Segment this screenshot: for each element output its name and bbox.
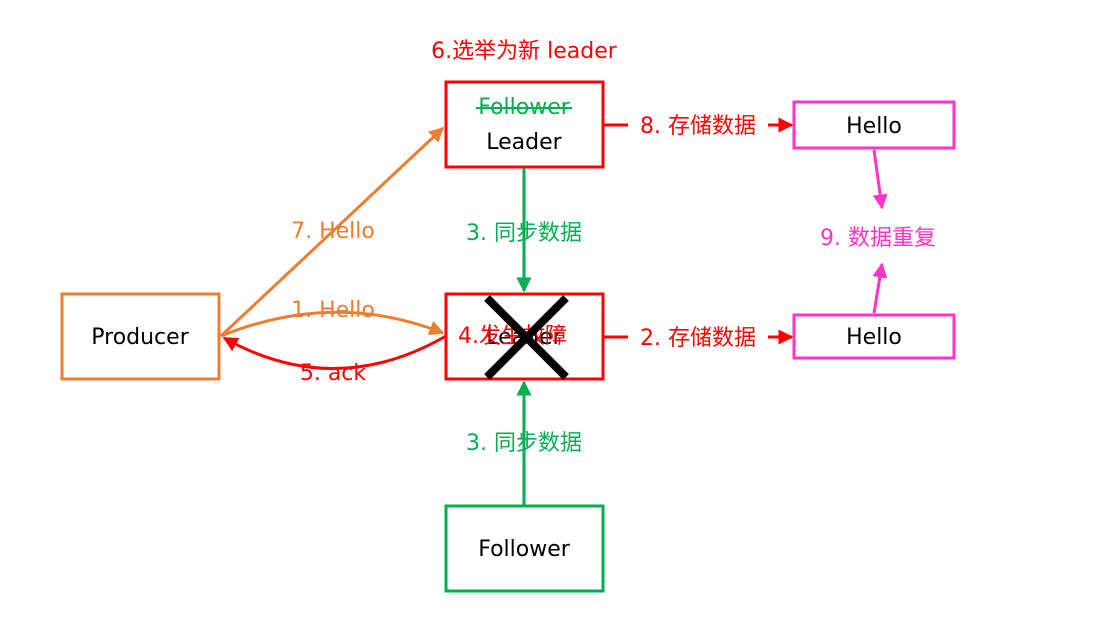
producer-label: Producer — [91, 325, 189, 350]
arrow-step7 — [219, 126, 445, 338]
arrow-step9-up — [872, 262, 888, 314]
middle-storage-label: Hello — [846, 325, 902, 350]
step3-upper-label: 3. 同步数据 — [466, 221, 582, 246]
middle-storage-box — [792, 313, 956, 360]
top-broker-box — [444, 80, 605, 169]
arrow-step5 — [222, 334, 447, 370]
top-storage-box — [792, 100, 956, 150]
top-broker-new-role: Leader — [486, 130, 562, 155]
step7-label: 7. Hello — [291, 219, 375, 244]
bottom-follower-box — [444, 504, 605, 593]
step1-label: 1. Hello — [291, 298, 375, 323]
step9-label: 9. 数据重复 — [820, 226, 936, 251]
x-cross-icon — [484, 295, 569, 380]
arrow-step9-down — [872, 149, 888, 210]
top-storage-label: Hello — [846, 114, 902, 139]
arrow-step1 — [220, 310, 445, 338]
middle-broker-box — [444, 292, 605, 381]
bottom-follower-label: Follower — [478, 537, 571, 562]
step3-lower-label: 3. 同步数据 — [466, 431, 582, 456]
step5-label: 5. ack — [300, 361, 367, 386]
step6-label: 6.选举为新 leader — [431, 39, 618, 64]
step8-label: 8. 存储数据 — [640, 114, 756, 139]
step2-label: 2. 存储数据 — [640, 326, 756, 351]
producer-box — [60, 292, 221, 381]
